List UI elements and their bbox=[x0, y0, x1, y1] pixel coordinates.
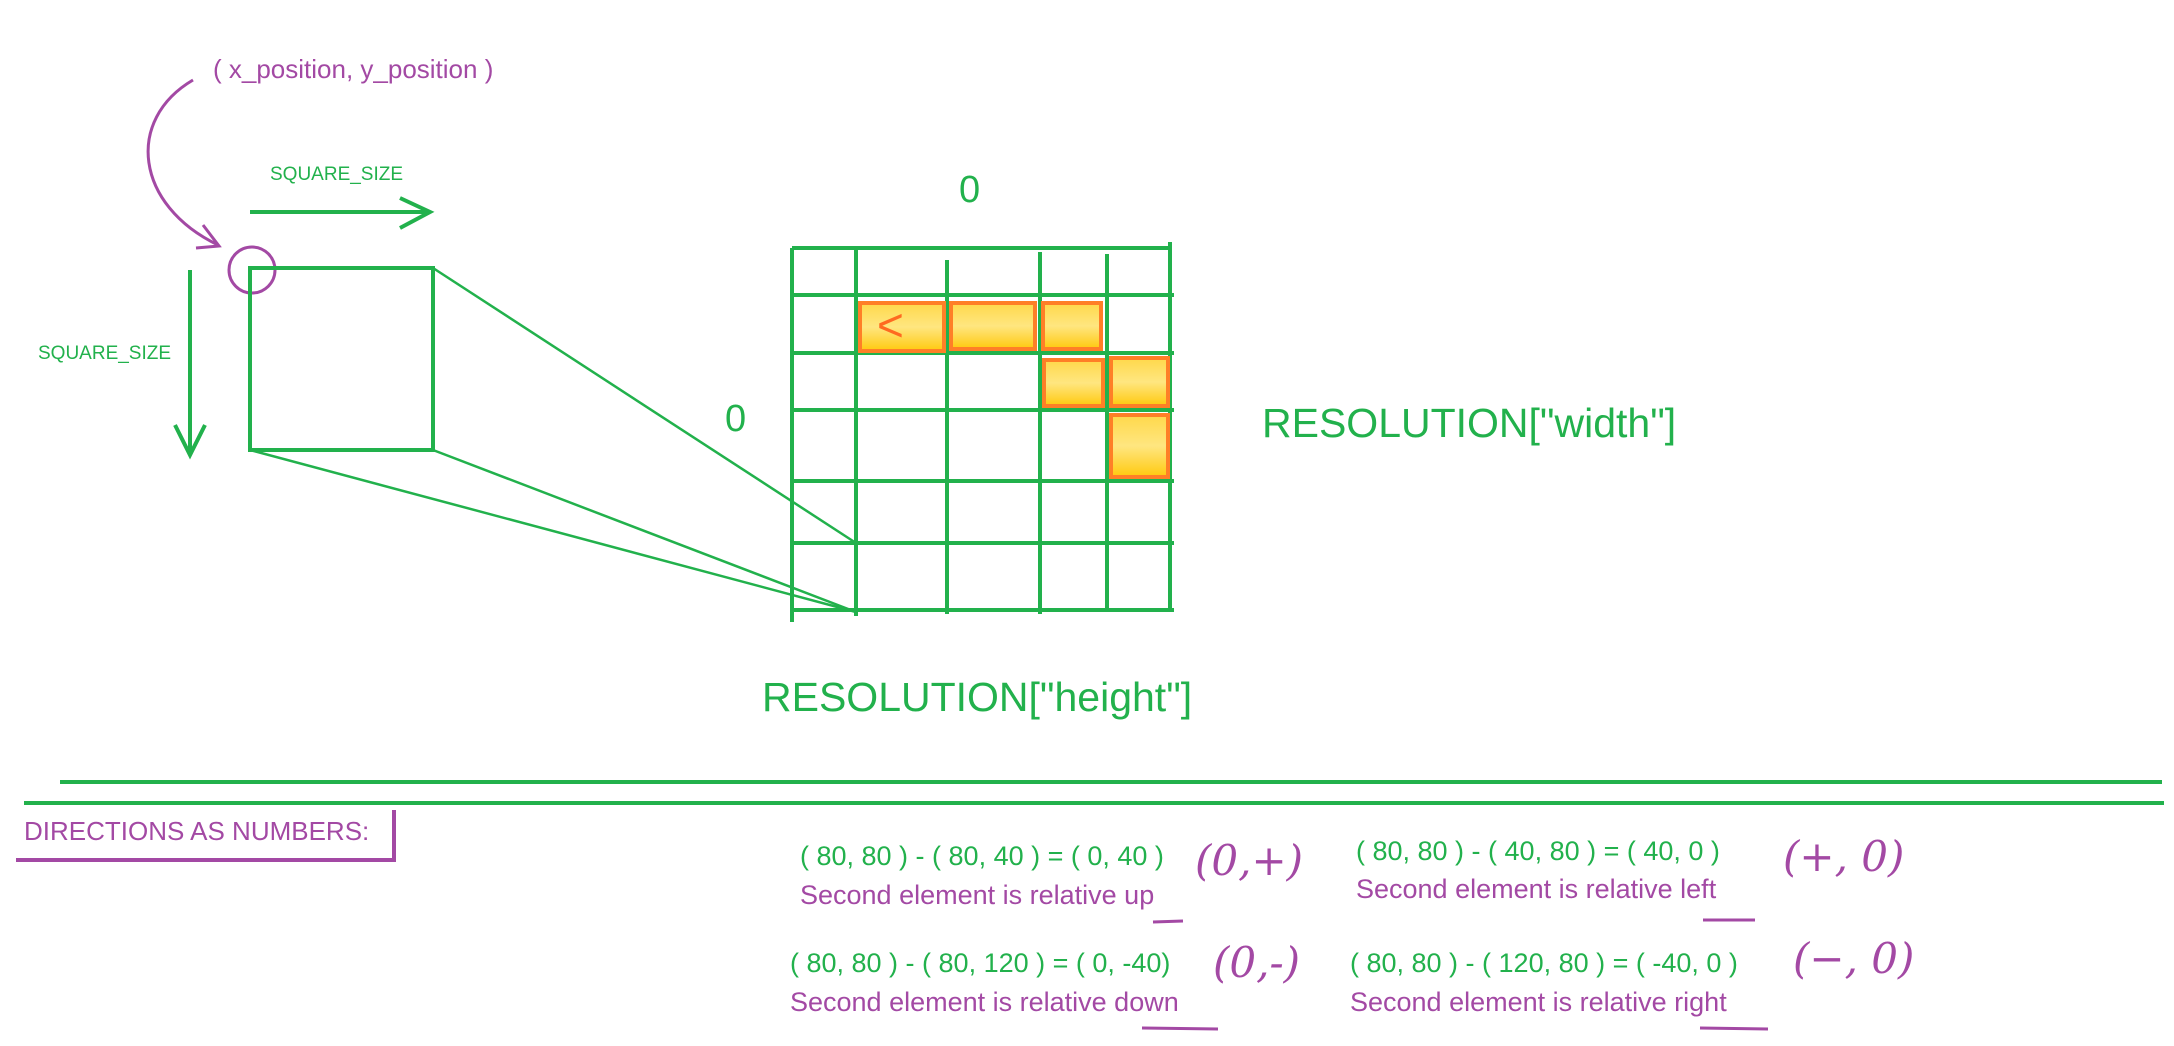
direction-down-equation: ( 80, 80 ) - ( 80, 120 ) = ( 0, -40) bbox=[790, 948, 1171, 978]
square-size-horizontal-arrowhead bbox=[399, 196, 435, 230]
grid-origin-y-label: 0 bbox=[725, 398, 747, 440]
direction-up-equation: ( 80, 80 ) - ( 80, 40 ) = ( 0, 40 ) bbox=[800, 841, 1164, 871]
direction-right-equation: ( 80, 80 ) - ( 120, 80 ) = ( -40, 0 ) bbox=[1350, 948, 1738, 978]
caption-text: Second element is relative bbox=[800, 880, 1125, 910]
underline-right bbox=[1699, 1026, 1769, 1031]
game-grid bbox=[790, 242, 1174, 622]
caption-text: Second element is relative bbox=[1356, 874, 1681, 904]
direction-left-caption: Second element is relative left bbox=[1356, 876, 1716, 903]
direction-left-equation: ( 80, 80 ) - ( 40, 80 ) = ( 40, 0 ) bbox=[1356, 836, 1720, 866]
projection-line bbox=[432, 266, 857, 545]
caption-text: Second element is relative bbox=[790, 987, 1115, 1017]
position-pointer-arrow bbox=[146, 78, 219, 247]
direction-word-down: down bbox=[1114, 987, 1179, 1017]
directions-title: DIRECTIONS AS NUMBERS: bbox=[24, 816, 370, 846]
square-size-vertical-arrowhead bbox=[173, 424, 207, 460]
resolution-width-label: RESOLUTION["width"] bbox=[1262, 400, 1677, 446]
snake-body-segment bbox=[1042, 358, 1105, 408]
position-pointer-arrowhead bbox=[195, 224, 222, 250]
direction-up-sign: (0,+) bbox=[1195, 836, 1304, 885]
underline-down bbox=[1141, 1026, 1219, 1031]
position-label: ( x_position, y_position ) bbox=[213, 54, 494, 84]
underline-up bbox=[1152, 919, 1184, 924]
direction-left-sign: (+, 0) bbox=[1783, 832, 1905, 881]
direction-right-caption: Second element is relative right bbox=[1350, 989, 1727, 1016]
directions-title-box bbox=[16, 810, 396, 862]
snake-body-segment bbox=[1041, 301, 1103, 351]
projection-line bbox=[249, 448, 857, 614]
resolution-height-label: RESOLUTION["height"] bbox=[762, 674, 1193, 720]
direction-up-caption: Second element is relative up bbox=[800, 882, 1154, 909]
direction-down-sign: (0,-) bbox=[1213, 938, 1301, 987]
direction-down-caption: Second element is relative down bbox=[790, 989, 1179, 1016]
square-cell-zoom bbox=[248, 266, 435, 452]
direction-word-right: right bbox=[1674, 987, 1727, 1017]
direction-word-up: up bbox=[1124, 880, 1155, 910]
snake-body-segment bbox=[949, 301, 1037, 351]
direction-word-left: left bbox=[1680, 874, 1717, 904]
square-size-vertical-label: SQUARE_SIZE bbox=[38, 343, 172, 364]
projection-line bbox=[432, 448, 857, 614]
snake-head-marker: < bbox=[877, 299, 904, 351]
snake-body-segment bbox=[1109, 356, 1170, 408]
snake-body-segment bbox=[1109, 413, 1170, 479]
caption-text: Second element is relative bbox=[1350, 987, 1675, 1017]
direction-right-sign: (−, 0) bbox=[1793, 934, 1915, 983]
snake-head-segment bbox=[858, 301, 946, 353]
square-size-horizontal-label: SQUARE_SIZE bbox=[270, 164, 404, 185]
grid-origin-x-label: 0 bbox=[959, 169, 981, 211]
